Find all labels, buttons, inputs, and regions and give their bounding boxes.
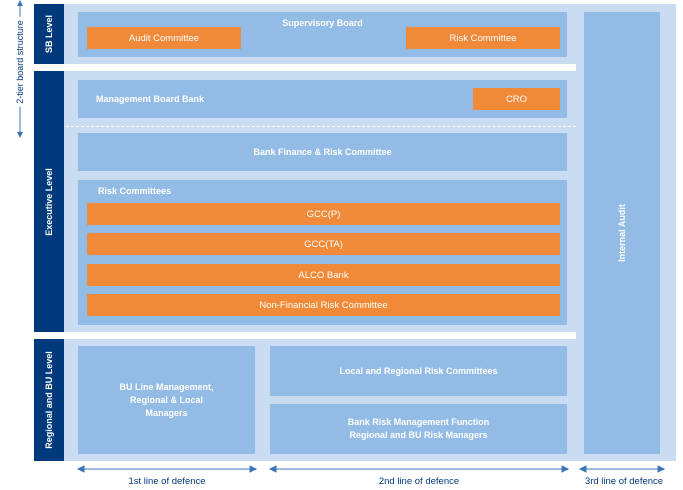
regional-level-tab: Regional and BU Level [34, 339, 64, 461]
supervisory-board-title: Supervisory Board [282, 18, 363, 28]
defence-arrows [76, 465, 666, 473]
risk-function-line1: Bank Risk Management Function [347, 417, 490, 427]
second-line-of-defence-label: 2nd line of defence [378, 476, 460, 487]
risk-management-function-box: Bank Risk Management Function Regional a… [270, 404, 567, 454]
cro-box: CRO [473, 88, 560, 110]
management-board-title: Management Board Bank [96, 94, 205, 104]
dashed-separator [66, 126, 576, 127]
internal-audit-box: Internal Audit [584, 12, 660, 454]
sb-level-tab: SB Level [34, 4, 64, 64]
risk-function-line2: Regional and BU Risk Managers [349, 430, 488, 440]
third-line-of-defence-label: 3rd line of defence [584, 476, 664, 487]
bu-line-management-box: BU Line Management, Regional & Local Man… [78, 346, 255, 454]
bank-finance-risk-committee-box: Bank Finance & Risk Committee [78, 133, 567, 171]
executive-level-tab: Executive Level [34, 71, 64, 332]
first-line-of-defence-label: 1st line of defence [128, 476, 206, 487]
regional-level-label: Regional and BU Level [44, 351, 54, 449]
risk-committee-item: Non-Financial Risk Committee [87, 294, 560, 316]
audit-committee-box: Audit Committee [87, 27, 241, 49]
risk-committee-box: Risk Committee [406, 27, 560, 49]
bu-line-management-text: BU Line Management, Regional & Local Man… [119, 381, 214, 418]
risk-committee-item: ALCO Bank [87, 264, 560, 286]
risk-committees-title: Risk Committees [98, 186, 172, 196]
board-structure-label: 2-tier board structure [15, 17, 25, 107]
internal-audit-label: Internal Audit [617, 204, 627, 262]
local-regional-committees-box: Local and Regional Risk Committees [270, 346, 567, 396]
sb-level-label: SB Level [44, 14, 54, 54]
risk-committee-item: GCC(TA) [87, 233, 560, 255]
board-structure-arrow: 2-tier board structure [12, 0, 28, 140]
risk-committee-item: GCC(P) [87, 203, 560, 225]
executive-level-label: Executive Level [44, 167, 54, 236]
